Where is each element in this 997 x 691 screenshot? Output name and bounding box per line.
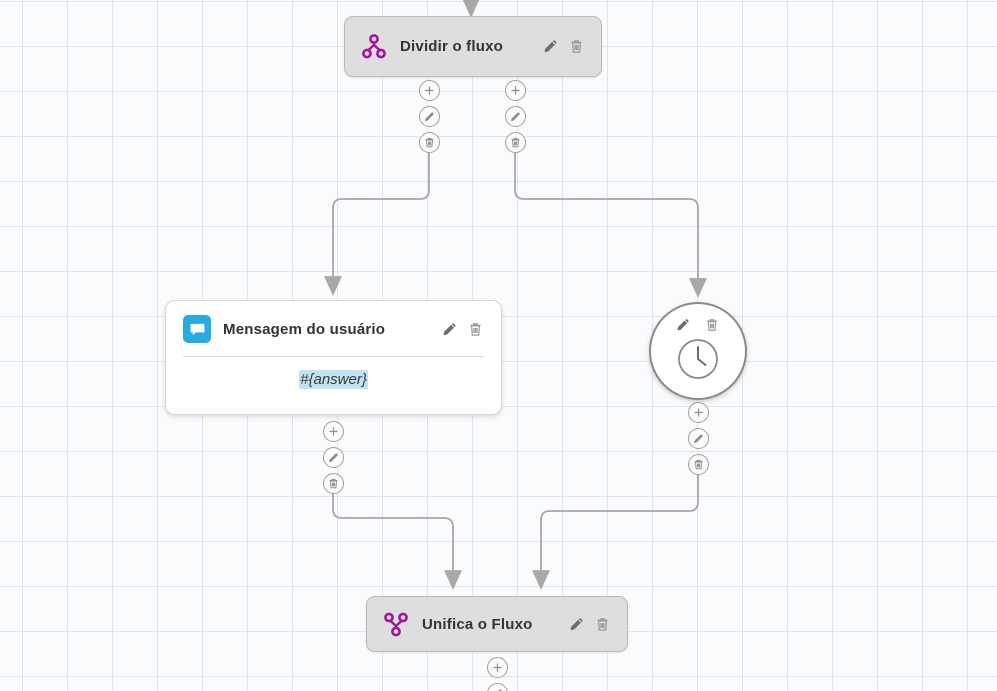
edit-icon[interactable] — [688, 428, 709, 449]
node-split-flow[interactable]: Dividir o fluxo — [344, 16, 602, 77]
divider — [183, 356, 484, 357]
delete-icon[interactable] — [419, 132, 440, 153]
message-token: #{answer} — [299, 370, 368, 389]
delete-icon[interactable] — [594, 616, 611, 633]
split-icon — [361, 33, 387, 60]
delete-icon[interactable] — [323, 473, 344, 494]
add-icon[interactable] — [419, 80, 440, 101]
edit-icon[interactable] — [542, 38, 559, 55]
add-icon[interactable] — [323, 421, 344, 442]
node-header: Mensagem do usuário — [166, 301, 501, 343]
node-body: #{answer} — [166, 357, 501, 407]
delete-icon[interactable] — [688, 454, 709, 475]
delete-icon[interactable] — [568, 38, 585, 55]
delete-icon[interactable] — [505, 132, 526, 153]
node-header-actions — [568, 616, 611, 633]
delete-icon[interactable] — [467, 321, 484, 338]
edit-icon[interactable] — [675, 317, 692, 334]
edge-delay-to-merge — [532, 473, 699, 590]
node-title: Dividir o fluxo — [400, 38, 504, 55]
merge-icon — [383, 611, 409, 637]
port-stack-merge-out[interactable] — [487, 657, 508, 691]
port-stack-delay-out[interactable] — [688, 402, 709, 475]
port-stack-message-out[interactable] — [323, 421, 344, 494]
clock-icon — [676, 337, 720, 386]
node-title: Unifica o Fluxo — [422, 615, 533, 633]
port-stack-split-right[interactable] — [505, 80, 526, 153]
edit-icon[interactable] — [505, 106, 526, 127]
edge-message-to-merge — [332, 492, 462, 590]
chat-bubble-icon — [183, 315, 211, 343]
edit-icon[interactable] — [419, 106, 440, 127]
edit-icon[interactable] — [441, 321, 458, 338]
edge-split-left-to-message — [324, 151, 430, 296]
add-icon[interactable] — [688, 402, 709, 423]
add-icon[interactable] — [505, 80, 526, 101]
edit-icon[interactable] — [487, 683, 508, 691]
node-header-actions — [675, 317, 721, 334]
delete-icon[interactable] — [704, 317, 721, 334]
node-title: Mensagem do usuário — [223, 320, 386, 338]
node-user-message[interactable]: Mensagem do usuário — [165, 300, 502, 415]
node-header-actions — [441, 321, 484, 338]
add-icon[interactable] — [487, 657, 508, 678]
edge-split-right-to-delay — [514, 151, 707, 298]
node-delay[interactable] — [649, 302, 747, 400]
port-stack-split-left[interactable] — [419, 80, 440, 153]
node-merge-flow[interactable]: Unifica o Fluxo — [366, 596, 628, 652]
edit-icon[interactable] — [323, 447, 344, 468]
node-header-actions — [542, 38, 585, 55]
edit-icon[interactable] — [568, 616, 585, 633]
